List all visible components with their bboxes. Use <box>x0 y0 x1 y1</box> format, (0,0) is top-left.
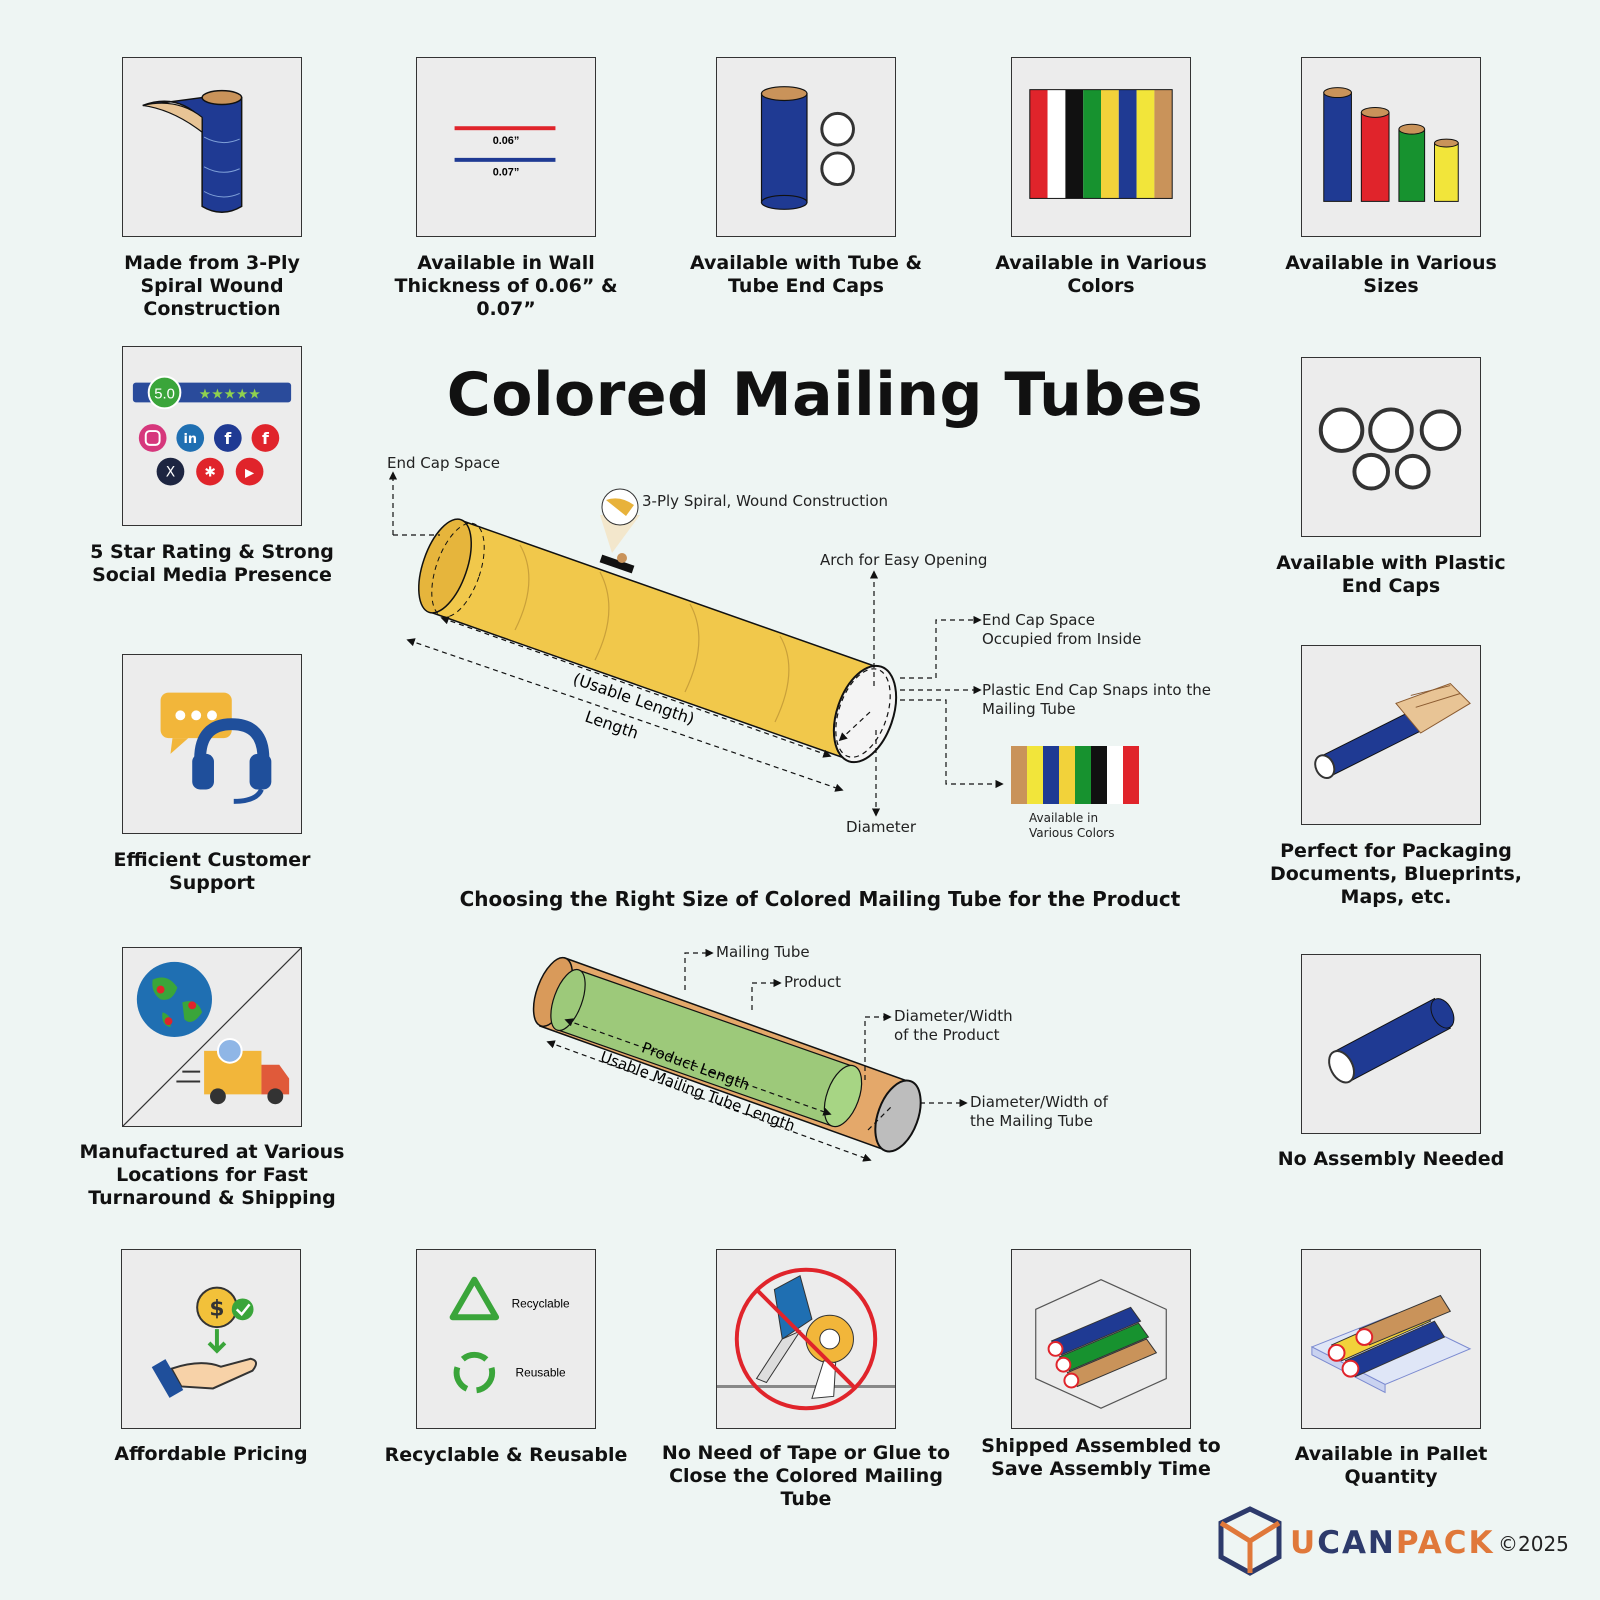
label-arch: Arch for Easy Opening <box>820 551 988 569</box>
yellow-tube <box>418 488 898 764</box>
tile-pricing: $ <box>121 1249 301 1429</box>
svg-text:f: f <box>224 429 232 448</box>
brand-part-1: U <box>1290 1525 1318 1561</box>
tile-support <box>122 654 302 834</box>
caption-wall: Available in Wall Thickness of 0.06” & 0… <box>394 252 618 320</box>
label-end-cap-space: End Cap Space <box>387 454 500 472</box>
label-dia-product-1: Diameter/Width <box>894 1007 1013 1025</box>
spiral-tube-icon <box>142 89 243 214</box>
globe-truck-icon <box>123 948 301 1126</box>
tile-caps <box>716 57 896 237</box>
tube-and-caps-icon <box>760 86 855 210</box>
caption-documents: Perfect for Packaging Documents, Bluepri… <box>1269 840 1523 908</box>
brand-part-3: PACK <box>1395 1525 1495 1561</box>
brand-part-2: CAN <box>1317 1525 1396 1561</box>
hand-coin-icon: $ <box>151 1286 257 1398</box>
wall-top-value: 0.06” <box>493 135 520 147</box>
rating-value: 5.0 <box>154 386 175 402</box>
svg-text:f: f <box>262 429 270 448</box>
caption-recycle: Recyclable & Reusable <box>384 1444 628 1466</box>
tile-documents <box>1301 645 1481 825</box>
label-snaps-2: Mailing Tube <box>982 700 1076 718</box>
tile-shipped <box>1011 1249 1191 1429</box>
usable-length-label: (Usable Length) <box>571 669 697 728</box>
tile-recycle: Recyclable Reusable <box>416 1249 596 1429</box>
no-tape-icon <box>717 1267 895 1411</box>
caption-shipped: Shipped Assembled to Save Assembly Time <box>981 1435 1221 1480</box>
label-occupied-1: End Cap Space <box>982 611 1095 629</box>
svg-text:$: $ <box>209 1296 224 1321</box>
tile-sizes <box>1301 57 1481 237</box>
recycle-icon: Recyclable Reusable <box>449 1276 570 1394</box>
headset-chat-icon <box>160 692 272 804</box>
caption-pricing: Affordable Pricing <box>114 1443 308 1465</box>
label-colors-1: Available in <box>1029 811 1099 825</box>
tile-tape <box>716 1249 896 1429</box>
label-product: Product <box>784 973 841 991</box>
single-tube-icon <box>1328 997 1455 1084</box>
reusable-label: Reusable <box>516 1366 567 1380</box>
caption-tape: No Need of Tape or Glue to Close the Col… <box>661 1442 951 1510</box>
copyright-year: ©2025 <box>1498 1532 1569 1556</box>
label-dia-product-2: of the Product <box>894 1026 1000 1044</box>
brand-name: UCANPACK <box>1290 1525 1495 1561</box>
tile-colors <box>1011 57 1191 237</box>
caption-colors: Available in Various Colors <box>995 252 1207 297</box>
brand-logo-icon <box>1218 1506 1282 1576</box>
svg-text:X: X <box>166 465 176 481</box>
label-construction: 3-Ply Spiral, Wound Construction <box>642 492 889 510</box>
tile-assembly <box>1301 954 1481 1134</box>
caption-assembly: No Assembly Needed <box>1277 1148 1505 1170</box>
usable-tube-length-label: Usable Mailing Tube Length <box>598 1048 798 1135</box>
label-mailing-tube: Mailing Tube <box>716 943 810 961</box>
caption-pallet: Available in Pallet Quantity <box>1294 1443 1488 1488</box>
page-title: Colored Mailing Tubes <box>446 360 1204 430</box>
wall-bottom-value: 0.07” <box>493 167 520 179</box>
section-subtitle: Choosing the Right Size of Colored Maili… <box>459 887 1181 911</box>
label-occupied-2: Occupied from Inside <box>982 630 1142 648</box>
tile-plastic <box>1301 357 1481 537</box>
caption-ply: Made from 3-Ply Spiral Wound Constructio… <box>124 252 300 320</box>
recyclable-label: Recyclable <box>512 1296 570 1310</box>
svg-text:▶: ▶ <box>245 466 255 480</box>
label-diameter: Diameter <box>846 818 917 836</box>
label-snaps-1: Plastic End Cap Snaps into the <box>982 681 1211 699</box>
tile-ply <box>122 57 302 237</box>
color-strip-icon <box>1029 89 1173 199</box>
length-label: Length <box>583 707 641 743</box>
label-dia-tube-1: Diameter/Width of <box>970 1093 1108 1111</box>
stars-icon: ★★★★★ <box>199 386 261 402</box>
product-length-label: Product Length <box>639 1038 752 1094</box>
tile-rating: 5.0 ★★★★★ in f f X ✱ ▶ <box>122 346 302 526</box>
boxed-tubes-icon <box>1035 1279 1167 1409</box>
kraft-tube <box>532 956 922 1153</box>
caption-caps: Available with Tube & Tube End Caps <box>689 252 923 297</box>
tile-pallet <box>1301 1249 1481 1429</box>
caption-rating: 5 Star Rating & Strong Social Media Pres… <box>90 541 334 586</box>
pallet-tubes-icon <box>1310 1294 1472 1394</box>
tile-wall: 0.06” 0.07” <box>416 57 596 237</box>
caption-plastic: Available with Plastic End Caps <box>1276 552 1506 597</box>
caption-support: Efficient Customer Support <box>113 849 311 894</box>
svg-text:in: in <box>183 432 197 447</box>
caption-locations: Manufactured at Various Locations for Fa… <box>79 1141 345 1209</box>
wall-thickness-icon: 0.06” 0.07” <box>454 126 556 179</box>
label-colors-2: Various Colors <box>1029 826 1115 840</box>
label-dia-tube-2: the Mailing Tube <box>970 1112 1093 1130</box>
svg-text:✱: ✱ <box>204 465 216 481</box>
tube-sizes-icon <box>1323 87 1459 202</box>
plastic-caps-icon <box>1318 407 1462 491</box>
tile-locations <box>122 947 302 1127</box>
mini-color-strip <box>1011 746 1139 804</box>
rating-social-icon: 5.0 ★★★★★ in f f X ✱ ▶ <box>132 375 292 486</box>
blueprint-tube-icon <box>1314 683 1471 779</box>
caption-sizes: Available in Various Sizes <box>1285 252 1497 297</box>
